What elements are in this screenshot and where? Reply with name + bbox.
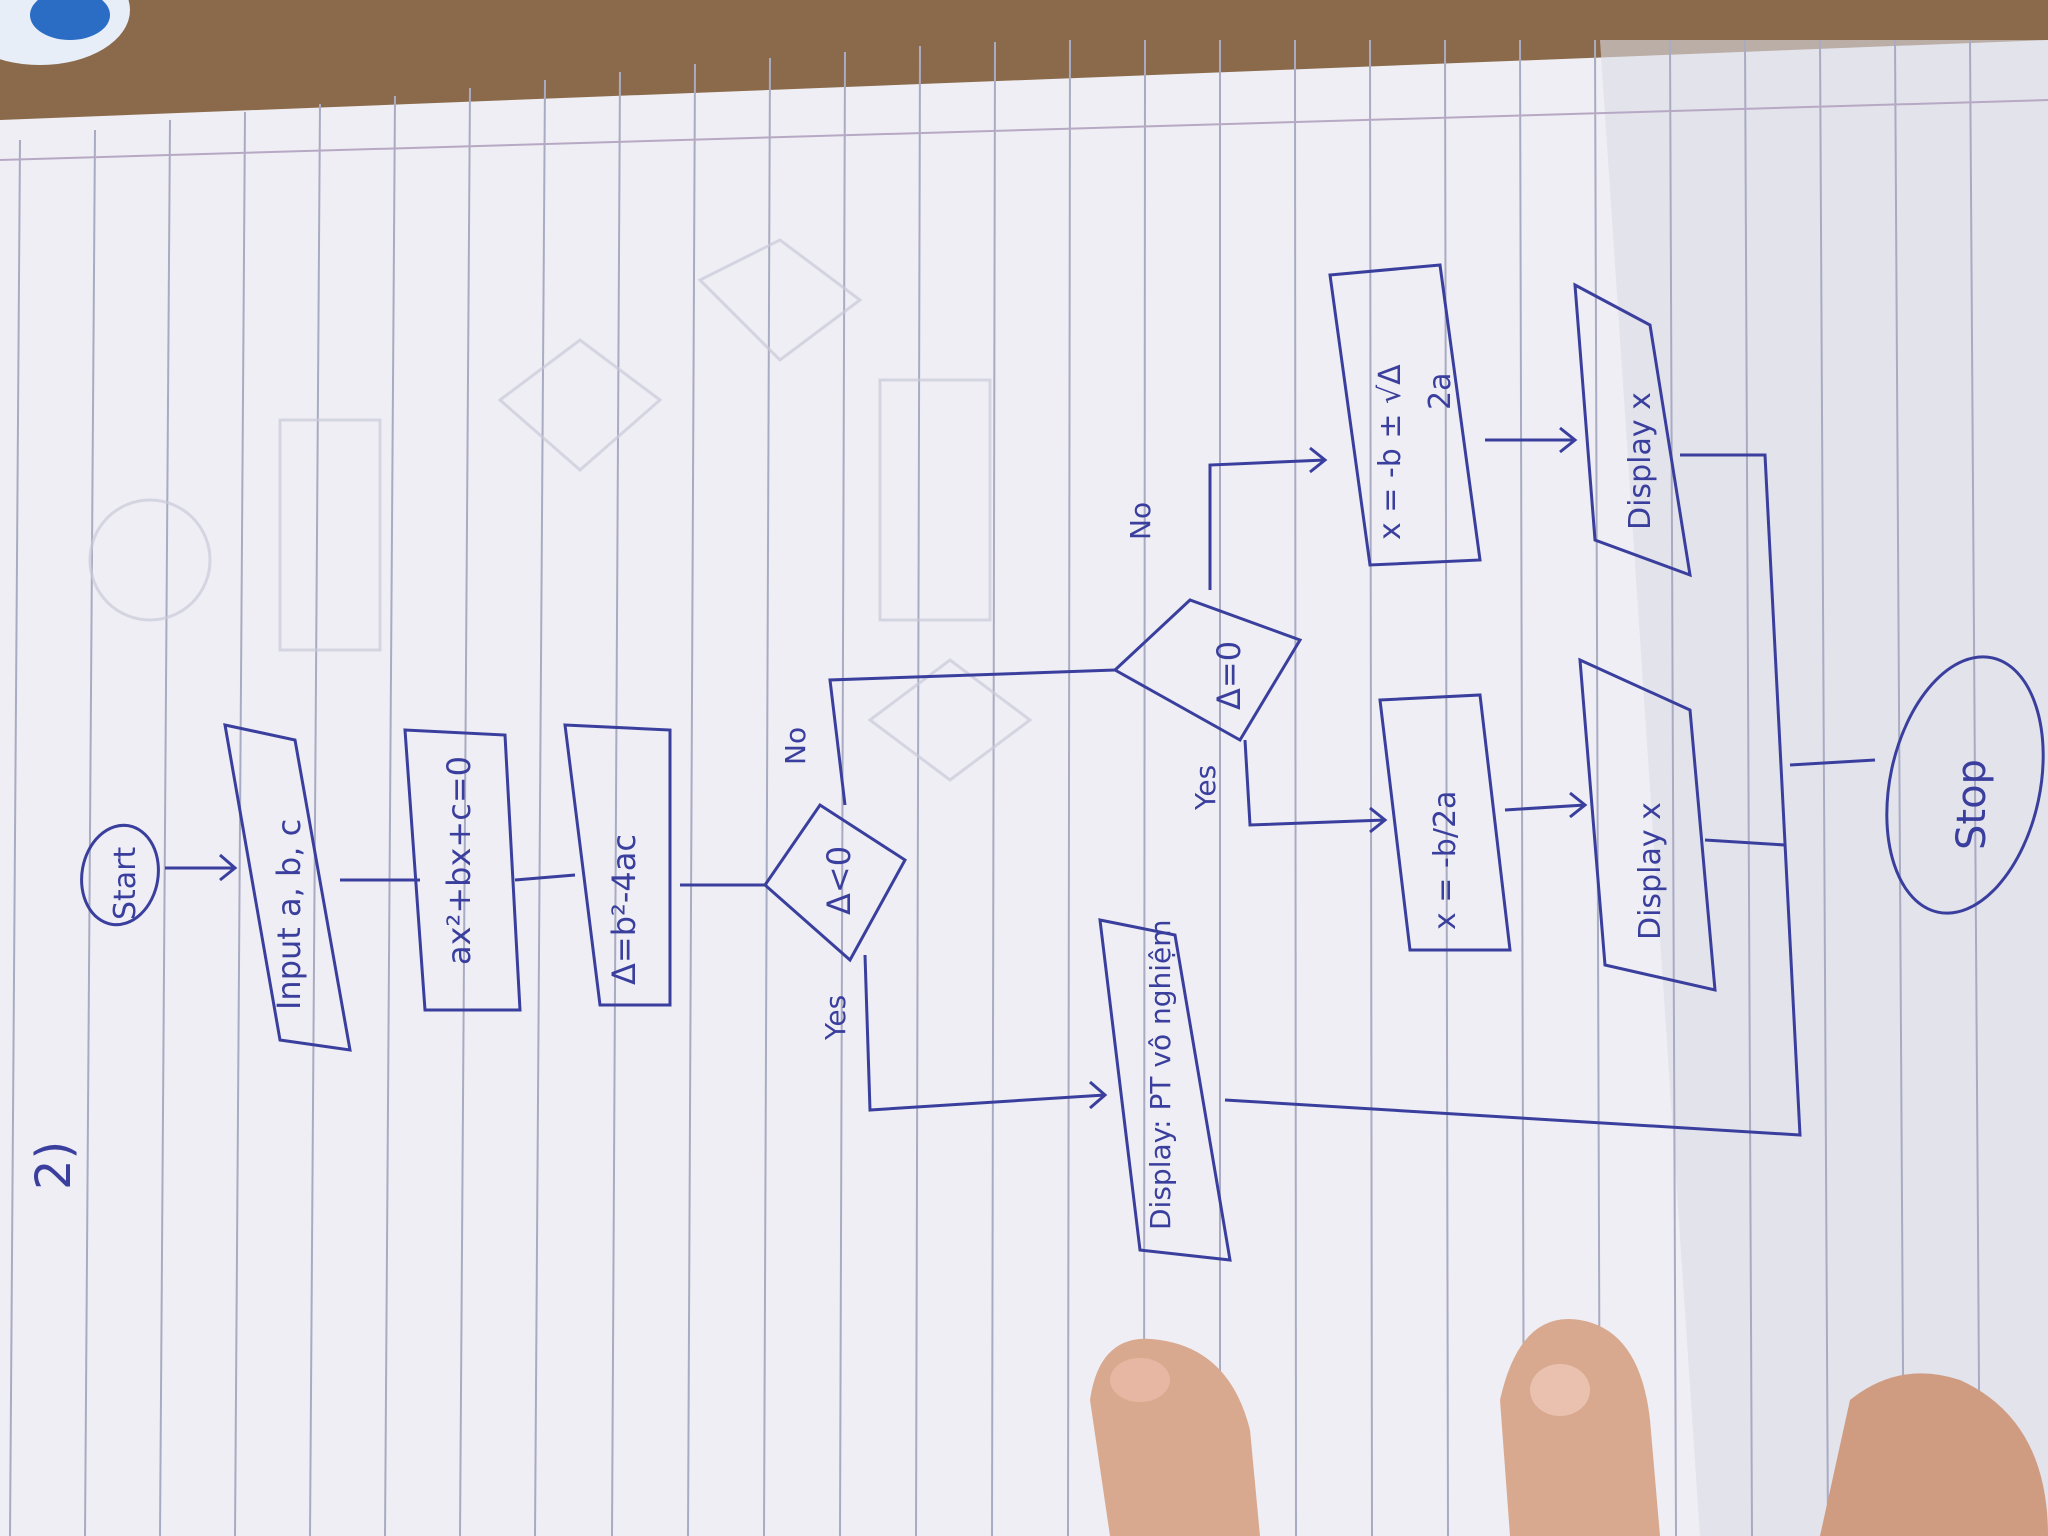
conn-single-root-display xyxy=(1504,803,1586,812)
no-path-1 xyxy=(828,668,1116,806)
fingers xyxy=(1090,1319,2048,1536)
bleed-through-marks xyxy=(88,238,1033,782)
arrowhead-start-input xyxy=(219,853,238,882)
two-roots-output-box xyxy=(1573,282,1692,578)
arrowhead-two-roots-display xyxy=(1559,426,1578,454)
equation-label: ax²+bx+c=0 xyxy=(440,756,478,965)
merge-two-roots xyxy=(1224,453,1802,1137)
two-roots-numerator: x = -b ± √Δ xyxy=(1373,364,1408,540)
decision2-diamond xyxy=(1112,598,1303,743)
two-roots-output-label: Display x xyxy=(1623,392,1658,530)
no-path-2 xyxy=(1208,458,1326,590)
finger-middle-nail xyxy=(1530,1364,1590,1416)
no-solution-output-label: Display: PT vô nghiệm xyxy=(1144,919,1177,1230)
yes-path-2 xyxy=(1243,739,1386,827)
decision2-label: Δ=0 xyxy=(1210,641,1248,710)
stop-label: Stop xyxy=(1949,759,1995,850)
start-terminal xyxy=(80,823,160,927)
arrowhead-yes-2 xyxy=(1369,806,1388,834)
stop-terminal xyxy=(1885,655,2045,915)
decision2-no-label: No xyxy=(1124,502,1157,540)
start-label: Start xyxy=(108,846,143,920)
delta-box xyxy=(563,723,672,1007)
page-number: 2) xyxy=(26,1141,82,1190)
two-roots-box xyxy=(1328,263,1482,567)
decision1-yes-label: Yes xyxy=(819,995,852,1041)
single-root-label: x = -b/2a xyxy=(1428,791,1463,930)
arrowhead-yes-1 xyxy=(1089,1080,1108,1110)
no-solution-output-box xyxy=(1098,918,1232,1262)
notebook-page xyxy=(0,40,2048,1536)
single-root-output-box xyxy=(1578,657,1717,992)
yes-path-1 xyxy=(863,954,1106,1112)
single-root-box xyxy=(1378,693,1512,952)
margin-line xyxy=(0,99,2048,161)
input-box xyxy=(223,723,352,1052)
merge-single-root xyxy=(1704,838,1786,847)
rule-lines xyxy=(9,39,1981,1536)
two-roots-denominator: 2a xyxy=(1423,373,1458,410)
arrowhead-single-root-display xyxy=(1569,791,1588,819)
decision1-diamond xyxy=(763,802,907,963)
single-root-output-label: Display x xyxy=(1633,802,1668,940)
conn-eq-delta xyxy=(514,873,576,882)
arrowhead-no-2 xyxy=(1309,446,1328,474)
delta-label: Δ=b²-4ac xyxy=(605,834,643,985)
input-label: Input a, b, c xyxy=(270,819,308,1010)
decision2-yes-label: Yes xyxy=(1189,765,1222,811)
finger-left-nail xyxy=(1110,1358,1170,1402)
flowchart: 2) Start Input a, b, c ax²+bx+c=0 Δ=b²-4… xyxy=(26,263,2045,1262)
merge-to-stop xyxy=(1789,758,1876,767)
finger-right xyxy=(1820,1373,2048,1536)
equation-box xyxy=(403,728,522,1012)
bottle-cap-ring xyxy=(30,0,110,40)
decision1-no-label: No xyxy=(779,727,812,765)
decision1-label: Δ<0 xyxy=(820,846,858,915)
